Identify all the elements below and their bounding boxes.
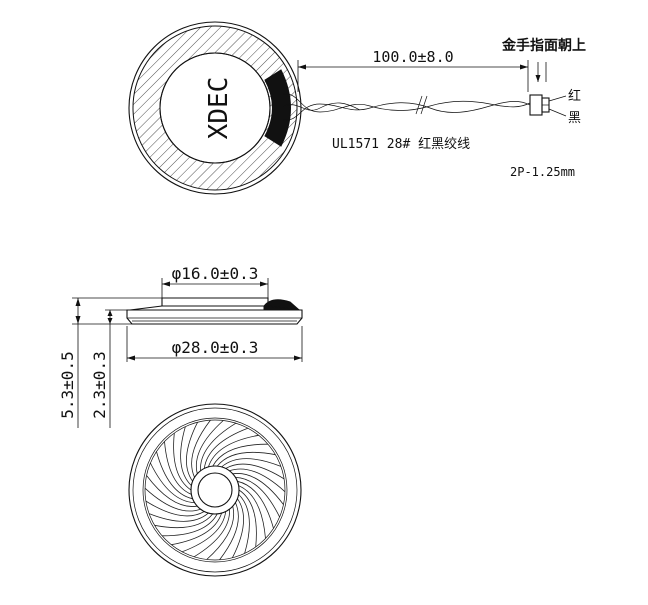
top-view: XDEC 红 黑 100.0±8.0 bbox=[128, 21, 586, 195]
cone-rib bbox=[238, 494, 250, 554]
cone-rib bbox=[235, 477, 280, 518]
outer-diameter-label: φ28.0±0.3 bbox=[172, 338, 259, 357]
inner-label-circle bbox=[159, 52, 271, 164]
bottom-surround-circle bbox=[142, 417, 288, 563]
dust-cap-outer bbox=[190, 465, 240, 515]
cone-rib bbox=[212, 443, 268, 467]
cone-rib bbox=[145, 487, 201, 512]
cable-length-label: 100.0±8.0 bbox=[372, 48, 453, 66]
connector-2p bbox=[529, 94, 550, 116]
cone-rib bbox=[191, 420, 211, 478]
length-dimension bbox=[297, 60, 529, 92]
cone-rib bbox=[238, 485, 266, 539]
cone-rib bbox=[232, 498, 244, 558]
cone-rib bbox=[225, 463, 285, 480]
cone-rib bbox=[173, 433, 192, 491]
rim-height-label: 2.3±0.3 bbox=[90, 351, 109, 418]
connector-label: 2P-1.25mm bbox=[510, 165, 575, 179]
cone-rib bbox=[164, 441, 192, 495]
outer-rim-circle bbox=[128, 21, 302, 195]
magnet-cap bbox=[161, 297, 269, 307]
bottom-rim-circle bbox=[132, 407, 298, 573]
cone-rib bbox=[203, 427, 248, 469]
cone-rib bbox=[221, 458, 282, 468]
cone-rib bbox=[145, 500, 205, 517]
brand-label: XDEC bbox=[204, 77, 234, 140]
cone-rib bbox=[238, 489, 257, 547]
cone-edge-circle bbox=[144, 419, 286, 561]
cone-rib bbox=[208, 434, 259, 468]
inner-diameter-label: φ16.0±0.3 bbox=[172, 264, 259, 283]
cone-rib bbox=[193, 509, 230, 558]
finger-side-marks bbox=[535, 62, 547, 82]
side-rim bbox=[126, 309, 303, 325]
twisted-cable bbox=[282, 93, 531, 121]
side-view: φ16.0±0.3 φ28.0±0.3 5.3±0.5 2.3±0.3 bbox=[58, 264, 303, 428]
total-height-label: 5.3±0.5 bbox=[58, 351, 77, 418]
cone-rib bbox=[182, 511, 227, 553]
bottom-outer-circle bbox=[128, 403, 302, 577]
cone-rib bbox=[180, 426, 192, 486]
cone-rib bbox=[229, 468, 285, 493]
bottom-view bbox=[128, 403, 302, 577]
cone-rib bbox=[171, 512, 222, 546]
cone-rib bbox=[148, 512, 209, 522]
cone-rib bbox=[154, 513, 214, 529]
cone-rib bbox=[156, 451, 193, 500]
dust-cap-inner bbox=[197, 472, 233, 508]
wire-red-label: 红 bbox=[568, 88, 581, 104]
solder-terminal bbox=[264, 69, 291, 147]
wire-black-label: 黑 bbox=[568, 111, 581, 126]
cone-rib bbox=[219, 502, 239, 560]
cone-rib bbox=[146, 475, 198, 507]
cone-rib bbox=[216, 451, 276, 467]
cone-rib bbox=[162, 513, 218, 537]
cone-rib bbox=[186, 422, 198, 482]
cone-rib bbox=[150, 462, 195, 503]
cone-swirl-lines bbox=[145, 420, 285, 560]
cone-rib bbox=[237, 480, 274, 529]
cone-rib bbox=[206, 506, 234, 560]
cone-rib bbox=[200, 422, 237, 471]
cable-spec-label: UL1571 28# 红黑绞线 bbox=[332, 136, 470, 152]
cone-rib bbox=[232, 473, 284, 505]
cone-rib bbox=[196, 420, 224, 474]
finger-note: 金手指面朝上 bbox=[501, 37, 586, 54]
